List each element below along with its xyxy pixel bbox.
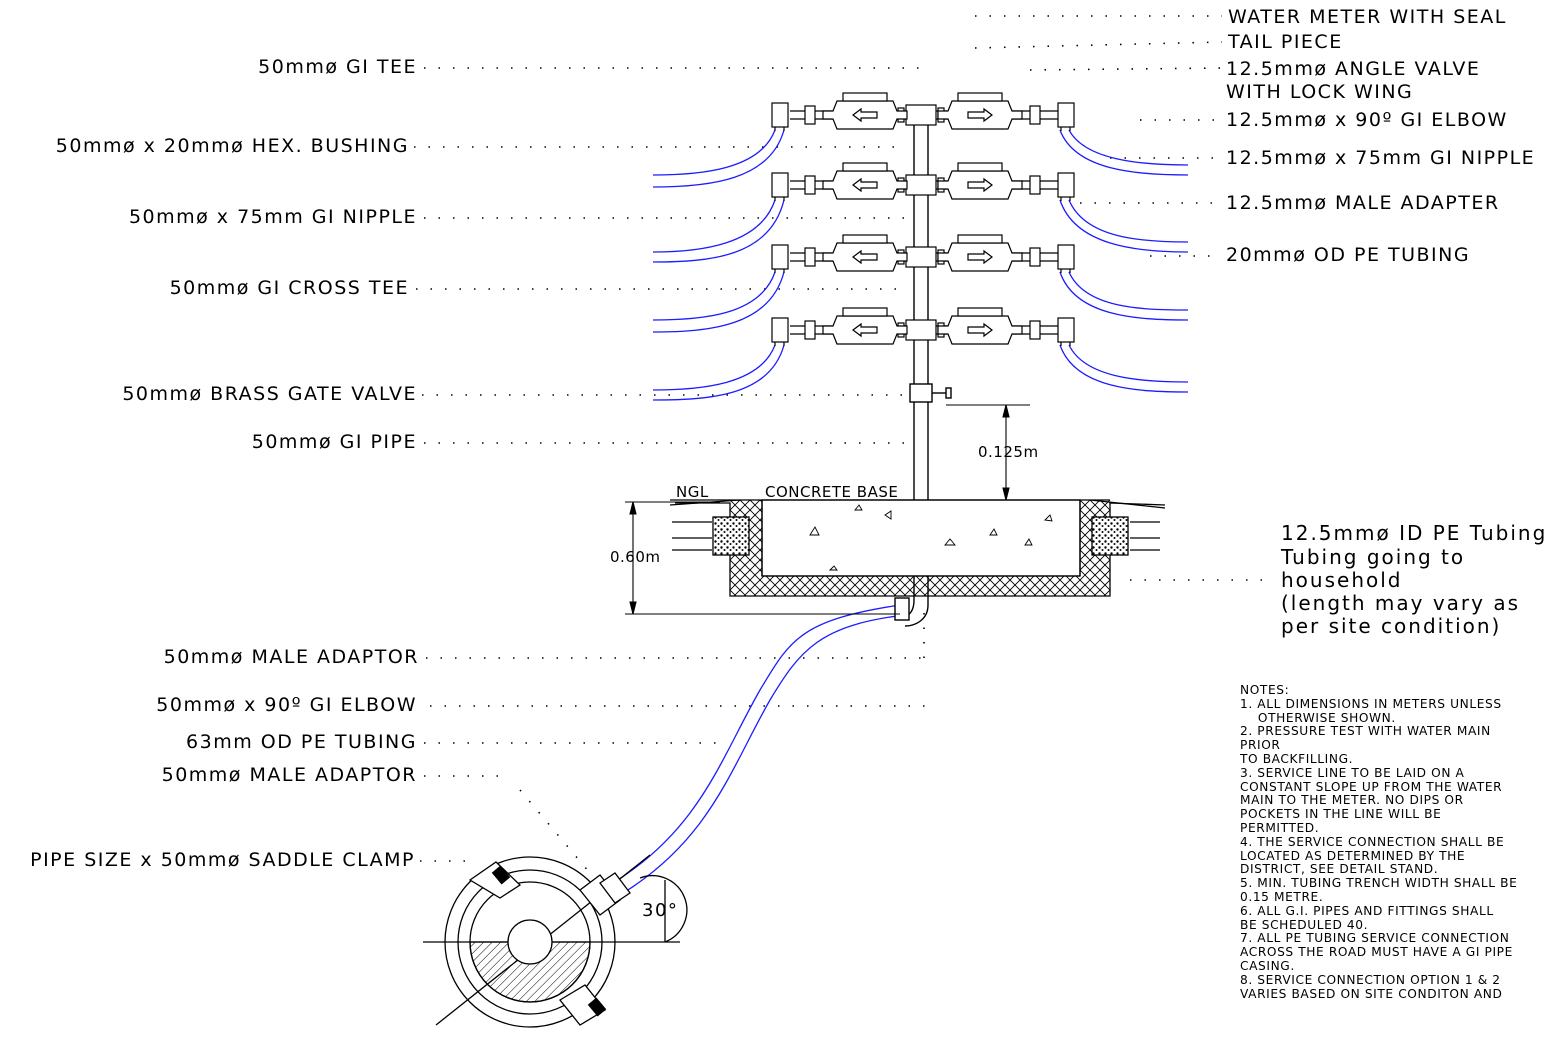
dimension-lines bbox=[625, 404, 1030, 615]
label-nipple-125: 12.5mmø x 75mm GI NIPPLE bbox=[1226, 147, 1536, 169]
water-meter bbox=[937, 162, 1023, 200]
label-gi-tee: 50mmø GI TEE bbox=[258, 56, 417, 78]
dimension-depth: 0.60m bbox=[610, 548, 661, 566]
leader-lines-right bbox=[974, 15, 1275, 581]
meter-row-1 bbox=[771, 102, 1075, 131]
meter-row-4 bbox=[771, 317, 1075, 346]
water-meter bbox=[822, 234, 908, 272]
pe-tubing-20mm bbox=[652, 129, 1189, 401]
label-male-adapter-125: 12.5mmø MALE ADAPTER bbox=[1226, 192, 1500, 214]
household-line-1: 12.5mmø ID PE Tubing bbox=[1281, 521, 1547, 545]
notes-body: 1. ALL DIMENSIONS IN METERS UNLESS OTHER… bbox=[1240, 696, 1518, 1001]
label-pe-tubing-20: 20mmø OD PE TUBING bbox=[1226, 244, 1471, 266]
household-line-5: per site condition) bbox=[1281, 614, 1502, 638]
label-elbow-125: 12.5mmø x 90º GI ELBOW bbox=[1226, 109, 1508, 131]
concrete-base bbox=[669, 499, 1166, 597]
label-gi-pipe: 50mmø GI PIPE bbox=[251, 431, 417, 453]
notes-title: NOTES: bbox=[1240, 683, 1290, 697]
concrete-aggregate bbox=[809, 504, 1053, 571]
water-meter-manifold bbox=[771, 92, 1075, 346]
label-cross-tee: 50mmø GI CROSS TEE bbox=[169, 277, 409, 299]
water-meter bbox=[937, 234, 1023, 272]
label-hex-bushing: 50mmø x 20mmø HEX. BUSHING bbox=[55, 135, 409, 157]
label-concrete-base: CONCRETE BASE bbox=[765, 483, 899, 501]
label-lock-wing: WITH LOCK WING bbox=[1226, 81, 1414, 103]
saddle-clamp-main-pipe bbox=[423, 854, 688, 1028]
label-elbow-90: 50mmø x 90º GI ELBOW bbox=[156, 694, 417, 716]
water-meter bbox=[822, 307, 908, 345]
household-line-2: Tubing going to bbox=[1281, 545, 1466, 569]
label-water-meter: WATER METER WITH SEAL bbox=[1228, 6, 1507, 28]
water-meter bbox=[937, 92, 1023, 130]
water-meter bbox=[937, 307, 1023, 345]
label-ngl: NGL bbox=[676, 483, 709, 501]
label-saddle-clamp: PIPE SIZE x 50mmø SADDLE CLAMP bbox=[30, 849, 415, 871]
label-tail-piece: TAIL PIECE bbox=[1228, 31, 1343, 53]
label-gate-valve: 50mmø BRASS GATE VALVE bbox=[122, 383, 417, 405]
dimension-height: 0.125m bbox=[978, 443, 1039, 461]
label-pe-tubing-63: 63mm OD PE TUBING bbox=[186, 731, 417, 753]
water-meter bbox=[822, 92, 908, 130]
household-line-3: household bbox=[1281, 568, 1403, 592]
label-male-adaptor-1: 50mmø MALE ADAPTOR bbox=[163, 646, 419, 668]
water-meter bbox=[822, 162, 908, 200]
meter-row-2 bbox=[771, 172, 1075, 201]
pe-tubing-63mm bbox=[609, 604, 906, 896]
meter-row-3 bbox=[771, 244, 1075, 273]
notes-block: NOTES: 1. ALL DIMENSIONS IN METERS UNLES… bbox=[1240, 683, 1518, 1001]
label-angle-valve: 12.5mmø ANGLE VALVE bbox=[1226, 58, 1481, 80]
label-gi-nipple: 50mmø x 75mm GI NIPPLE bbox=[128, 206, 417, 228]
household-line-4: (length may vary as bbox=[1281, 591, 1521, 615]
label-male-adaptor-2: 50mmø MALE ADAPTOR bbox=[161, 764, 417, 786]
dimension-angle: 30° bbox=[642, 900, 679, 921]
leader-lines-left bbox=[414, 67, 935, 886]
